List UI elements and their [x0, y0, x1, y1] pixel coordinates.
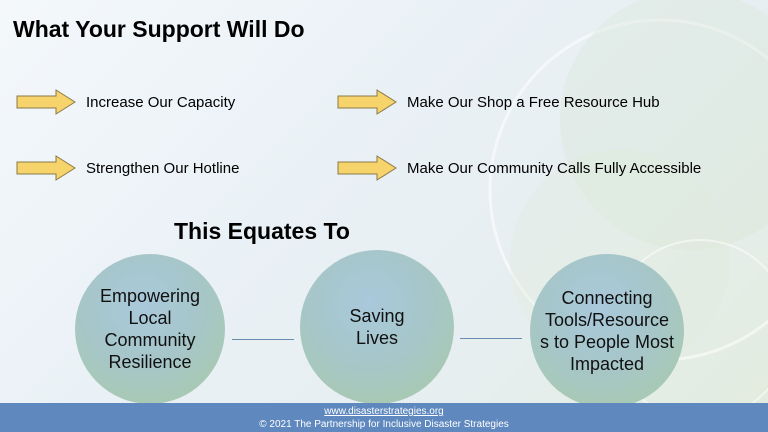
circle-connecting-resources: Connecting Tools/Resource s to People Mo…	[530, 254, 684, 408]
bullet-community-calls: Make Our Community Calls Fully Accessibl…	[337, 153, 701, 183]
circle-saving-lives: Saving Lives	[300, 250, 454, 404]
circle-text: Saving Lives	[349, 305, 404, 349]
circle-line: Saving	[349, 306, 405, 326]
right-arrow-icon	[337, 155, 397, 181]
circle-line: Empowering	[99, 286, 201, 306]
circle-empowering-resilience: Empowering Local Community Resilience	[75, 254, 225, 404]
slide-title: What Your Support Will Do	[13, 16, 305, 42]
bullet-strengthen-hotline: Strengthen Our Hotline	[16, 153, 239, 183]
bullet-text: Strengthen Our Hotline	[86, 159, 240, 177]
bullet-text: Increase Our Capacity	[86, 93, 236, 111]
section-subtitle: This Equates To	[174, 218, 350, 244]
right-arrow-icon	[337, 89, 397, 115]
bullet-text: Make Our Shop a Free Resource Hub	[407, 93, 660, 111]
circle-text: Connecting Tools/Resource s to People Mo…	[540, 287, 674, 375]
footer-website-link[interactable]: www.disasterstrategies.org	[324, 406, 444, 417]
connector-line	[460, 338, 522, 339]
circle-line: s to People Most	[539, 332, 675, 352]
bullet-text: Make Our Community Calls Fully Accessibl…	[407, 159, 702, 177]
bullet-increase-capacity: Increase Our Capacity	[16, 87, 235, 117]
circle-line: Local	[128, 308, 172, 328]
circle-line: Tools/Resource	[544, 310, 670, 330]
circle-line: Lives	[355, 328, 398, 348]
circle-line: Community	[104, 330, 196, 350]
connector-line	[232, 339, 294, 340]
slide-footer: www.disasterstrategies.org © 2021 The Pa…	[0, 403, 768, 432]
right-arrow-icon	[16, 155, 76, 181]
circle-line: Resilience	[108, 352, 192, 372]
circle-text: Empowering Local Community Resilience	[100, 285, 200, 373]
footer-copyright: © 2021 The Partnership for Inclusive Dis…	[259, 419, 509, 430]
bullet-shop-resource-hub: Make Our Shop a Free Resource Hub	[337, 87, 660, 117]
circle-line: Impacted	[569, 354, 645, 374]
right-arrow-icon	[16, 89, 76, 115]
circle-line: Connecting	[561, 288, 653, 308]
